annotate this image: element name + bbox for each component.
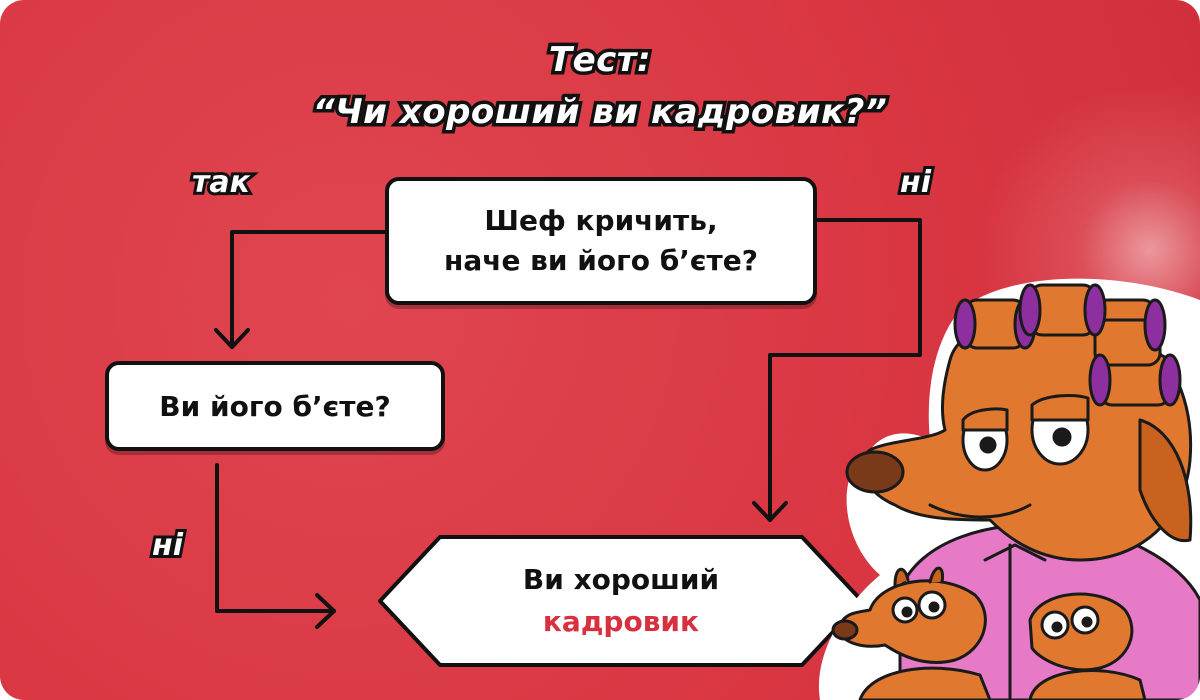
connector-no-bottom (215, 463, 336, 613)
result-node: Ви хороший кадровик (380, 537, 862, 665)
branch-label-yes: так (189, 162, 253, 203)
title-line-2: “Чи хороший ви кадровик?” (309, 89, 890, 136)
page-title: Тест: “Чи хороший ви кадровик?” (0, 34, 1200, 138)
branch-label-no-bottom: ні (149, 525, 186, 566)
arrowhead-yes (214, 328, 250, 349)
arrowhead-no-right (752, 501, 788, 522)
question-node-1: Шеф кричить, наче ви його б’єте? (385, 177, 817, 305)
title-line-1: Тест: (545, 37, 654, 84)
result-line-2: кадровик (542, 605, 700, 638)
connector-yes (230, 230, 387, 349)
arrowhead-no-bottom (315, 593, 336, 629)
question-1-line-1: Шеф кричить, (484, 204, 718, 237)
question-1-line-2: наче ви його б’єте? (443, 244, 758, 277)
branch-label-no-right: ні (897, 162, 934, 203)
question-2-text: Ви його б’єте? (159, 389, 391, 423)
question-node-2: Ви його б’єте? (105, 361, 445, 451)
connector-no-right (768, 218, 922, 522)
result-line-1: Ви хороший (522, 563, 720, 596)
